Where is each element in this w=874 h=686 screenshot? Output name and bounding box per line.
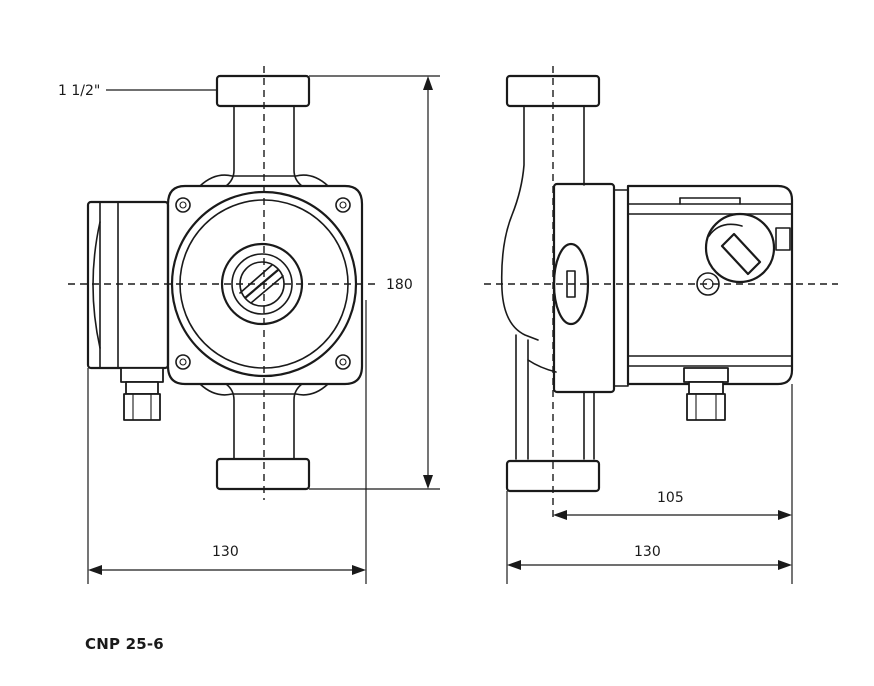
front-width-label: 130: [212, 544, 239, 560]
side-cable-gland: [683, 367, 729, 383]
side-motor-body: [626, 184, 794, 386]
front-screws: [175, 197, 351, 370]
side-view: [500, 74, 794, 493]
height-label: 180: [386, 277, 413, 293]
speed-switch: [704, 212, 776, 284]
front-motor-housing: [166, 184, 364, 386]
front-width-dimension: 130: [87, 300, 367, 584]
front-cable-gland: [120, 367, 164, 383]
front-top-pipe: [225, 105, 303, 187]
front-bottom-pipe: [225, 383, 303, 460]
depth-label: 105: [657, 490, 684, 506]
side-width-label: 130: [634, 544, 661, 560]
front-view: [86, 74, 364, 491]
front-top-flange: [215, 74, 311, 108]
side-pump-housing: [552, 182, 616, 394]
side-width-dimension: 130: [506, 491, 792, 584]
front-bottom-flange: [215, 457, 311, 491]
depth-dimension: 105: [553, 384, 793, 584]
thread-label: 1 1/2": [58, 83, 100, 99]
model-label: CNP 25-6: [85, 635, 164, 653]
side-oval-plate: [552, 242, 590, 326]
height-dimension: 180: [309, 75, 440, 490]
speed-switch-knob: [720, 232, 762, 276]
